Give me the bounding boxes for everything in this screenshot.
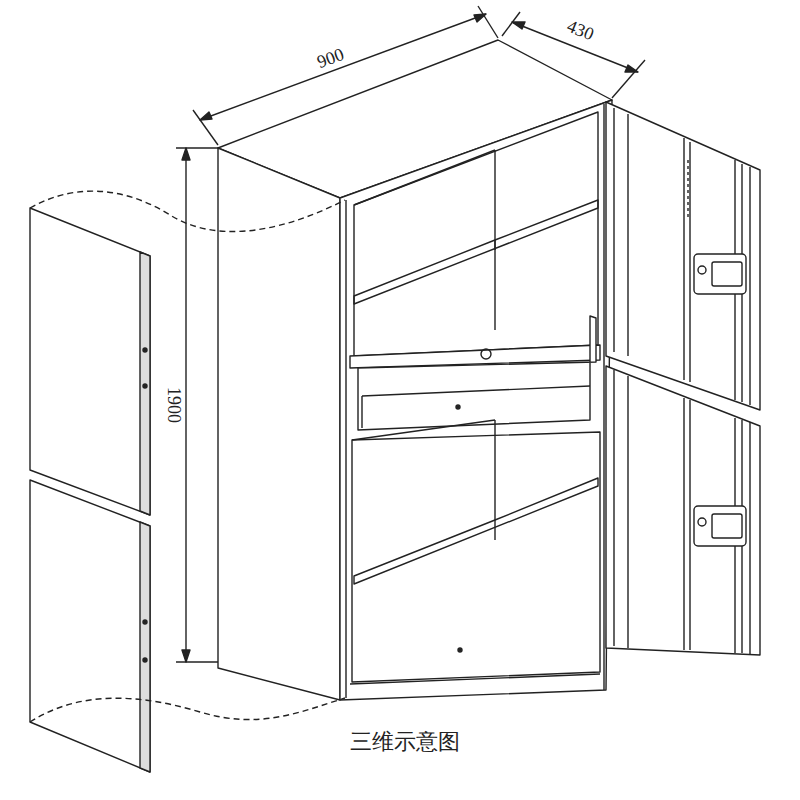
depth-dimension: 430 bbox=[562, 16, 597, 44]
figure-caption: 三维示意图 bbox=[350, 731, 460, 753]
height-dimension: 1900 bbox=[165, 385, 183, 425]
